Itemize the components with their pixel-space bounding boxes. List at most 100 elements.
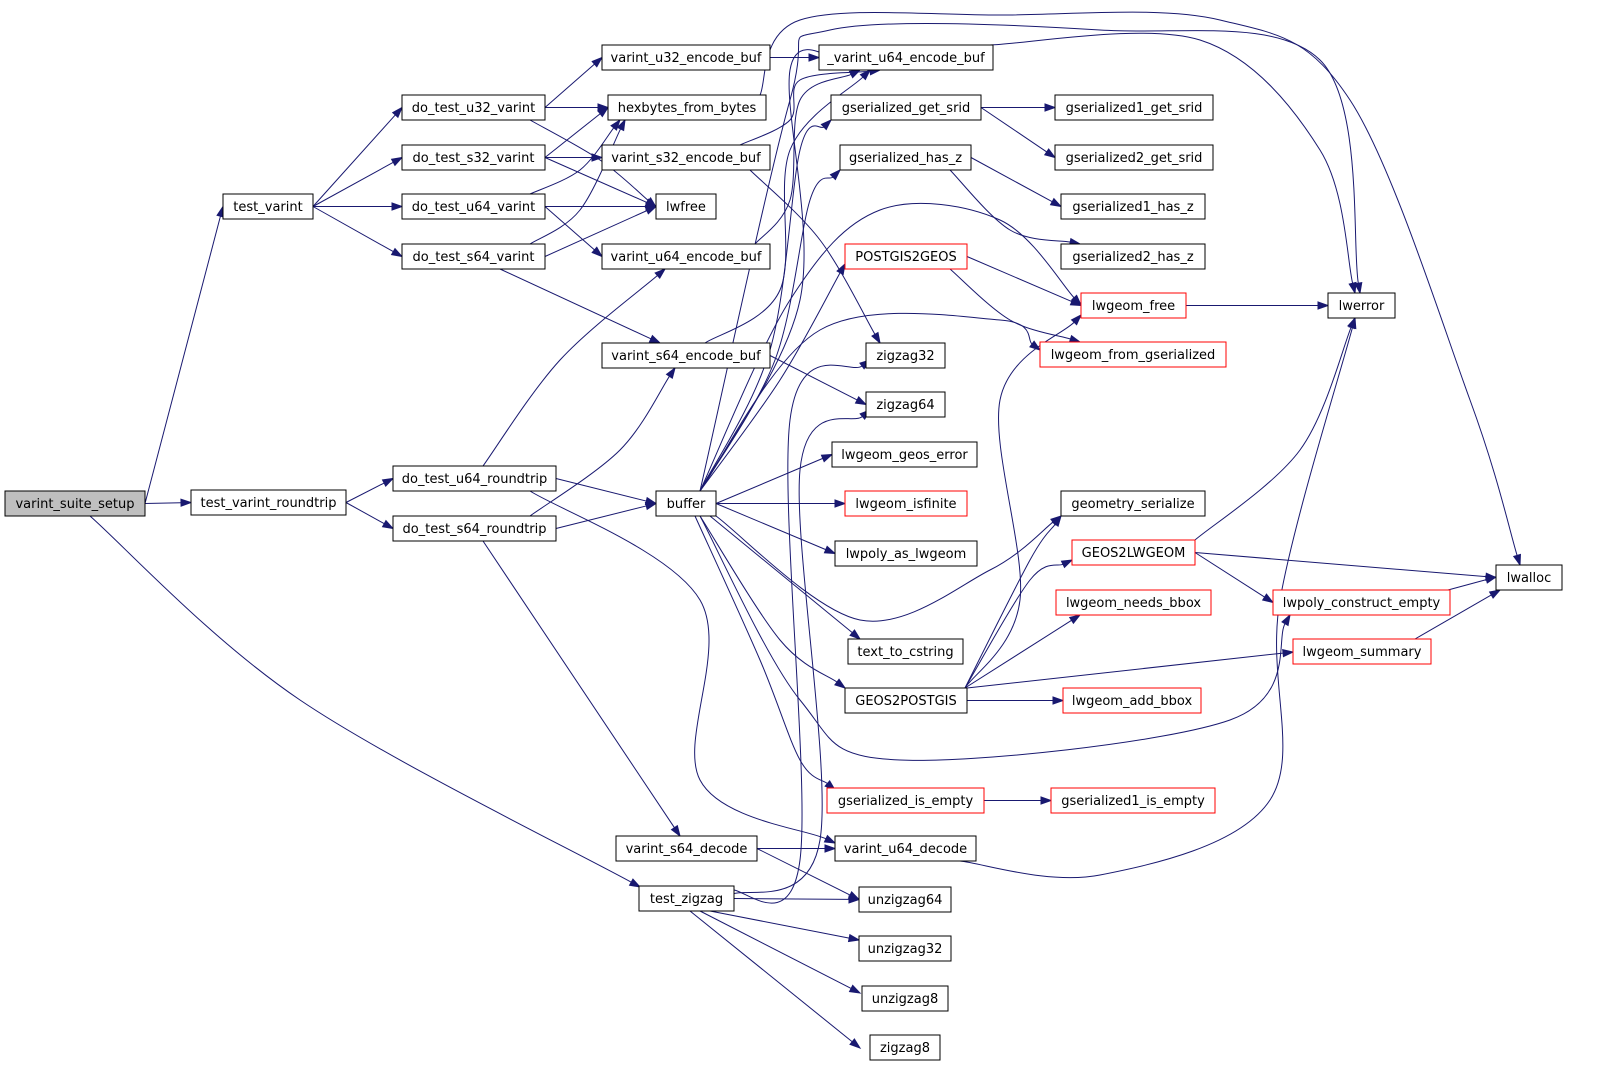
node-box[interactable] [601,243,771,270]
node-gserialized1-get-srid[interactable]: gserialized1_get_srid [1054,94,1214,121]
node-lwalloc[interactable]: lwalloc [1495,564,1563,591]
node-lwgeom-free[interactable]: lwgeom_free [1080,292,1187,319]
node-hexbytes-from-bytes[interactable]: hexbytes_from_bytes [607,94,767,121]
node-box[interactable] [190,489,347,516]
node-box[interactable] [831,441,978,468]
node-gserialized-get-srid[interactable]: gserialized_get_srid [830,94,982,121]
node-do-test-u64-varint[interactable]: do_test_u64_varint [401,193,546,220]
node-unzigzag64[interactable]: unzigzag64 [858,886,952,913]
node-box[interactable] [830,94,982,121]
node-box[interactable] [858,935,952,962]
node--varint-u64-encode-buf[interactable]: _varint_u64_encode_buf [818,44,994,71]
node-box[interactable] [401,144,546,171]
node-box[interactable] [392,465,557,492]
node-box[interactable] [1495,564,1563,591]
node-lwgeom-from-gserialized[interactable]: lwgeom_from_gserialized [1039,341,1227,368]
node-varint-suite-setup[interactable]: varint_suite_setup [4,490,146,517]
node-box[interactable] [869,1034,941,1061]
node-varint-s64-encode-buf[interactable]: varint_s64_encode_buf [601,342,771,369]
node-box[interactable] [655,193,717,220]
node-box[interactable] [865,391,946,418]
node-box[interactable] [1327,292,1396,319]
node-box[interactable] [1060,490,1206,517]
node-do-test-u64-roundtrip[interactable]: do_test_u64_roundtrip [392,465,557,492]
node-geos2lwgeom[interactable]: GEOS2LWGEOM [1071,539,1196,566]
node-do-test-s32-varint[interactable]: do_test_s32_varint [401,144,546,171]
node-gserialized1-is-empty[interactable]: gserialized1_is_empty [1050,787,1216,814]
node-varint-u32-encode-buf[interactable]: varint_u32_encode_buf [601,44,771,71]
node-zigzag32[interactable]: zigzag32 [865,342,946,369]
node-lwgeom-geos-error[interactable]: lwgeom_geos_error [831,441,978,468]
node-varint-s64-decode[interactable]: varint_s64_decode [615,835,758,862]
node-lwpoly-construct-empty[interactable]: lwpoly_construct_empty [1272,589,1451,616]
node-box[interactable] [834,540,978,567]
node-box[interactable] [4,490,146,517]
node-lwgeom-needs-bbox[interactable]: lwgeom_needs_bbox [1055,589,1212,616]
node-box[interactable] [1039,341,1227,368]
node-box[interactable] [834,835,977,862]
node-lwgeom-add-bbox[interactable]: lwgeom_add_bbox [1062,687,1202,714]
node-box[interactable] [1054,144,1214,171]
node-box[interactable] [1055,589,1212,616]
node-gserialized-is-empty[interactable]: gserialized_is_empty [826,787,985,814]
node-test-varint-roundtrip[interactable]: test_varint_roundtrip [190,489,347,516]
node-zigzag64[interactable]: zigzag64 [865,391,946,418]
node-box[interactable] [401,193,546,220]
node-box[interactable] [865,342,946,369]
node-postgis2geos[interactable]: POSTGIS2GEOS [844,243,968,270]
node-box[interactable] [844,687,968,714]
node-box[interactable] [615,835,758,862]
node-box[interactable] [392,515,557,542]
node-box[interactable] [401,243,546,270]
node-varint-u64-encode-buf[interactable]: varint_u64_encode_buf [601,243,771,270]
node-box[interactable] [601,44,771,71]
node-varint-s32-encode-buf[interactable]: varint_s32_encode_buf [601,144,771,171]
node-box[interactable] [607,94,767,121]
node-box[interactable] [847,638,964,665]
node-box[interactable] [601,342,771,369]
node-text-to-cstring[interactable]: text_to_cstring [847,638,964,665]
node-box[interactable] [844,490,968,517]
node-box[interactable] [401,94,546,121]
node-box[interactable] [826,787,985,814]
node-geos2postgis[interactable]: GEOS2POSTGIS [844,687,968,714]
node-box[interactable] [1272,589,1451,616]
node-lwgeom-summary[interactable]: lwgeom_summary [1292,638,1432,665]
node-box[interactable] [818,44,994,71]
node-box[interactable] [839,144,972,171]
node-box[interactable] [1050,787,1216,814]
node-box[interactable] [1080,292,1187,319]
node-test-zigzag[interactable]: test_zigzag [638,885,735,912]
node-lwfree[interactable]: lwfree [655,193,717,220]
node-box[interactable] [861,985,949,1012]
node-box[interactable] [858,886,952,913]
node-lwpoly-as-lwgeom[interactable]: lwpoly_as_lwgeom [834,540,978,567]
node-lwgeom-isfinite[interactable]: lwgeom_isfinite [844,490,968,517]
node-box[interactable] [601,144,771,171]
node-unzigzag8[interactable]: unzigzag8 [861,985,949,1012]
node-do-test-u32-varint[interactable]: do_test_u32_varint [401,94,546,121]
node-zigzag8[interactable]: zigzag8 [869,1034,941,1061]
node-box[interactable] [1071,539,1196,566]
node-lwerror[interactable]: lwerror [1327,292,1396,319]
node-gserialized1-has-z[interactable]: gserialized1_has_z [1060,193,1206,220]
node-gserialized2-has-z[interactable]: gserialized2_has_z [1060,243,1206,270]
node-box[interactable] [1292,638,1432,665]
node-box[interactable] [638,885,735,912]
node-box[interactable] [844,243,968,270]
node-varint-u64-decode[interactable]: varint_u64_decode [834,835,977,862]
node-do-test-s64-varint[interactable]: do_test_s64_varint [401,243,546,270]
node-gserialized-has-z[interactable]: gserialized_has_z [839,144,972,171]
node-gserialized2-get-srid[interactable]: gserialized2_get_srid [1054,144,1214,171]
node-unzigzag32[interactable]: unzigzag32 [858,935,952,962]
node-geometry-serialize[interactable]: geometry_serialize [1060,490,1206,517]
node-box[interactable] [1060,193,1206,220]
node-box[interactable] [1060,243,1206,270]
node-box[interactable] [1062,687,1202,714]
node-box[interactable] [655,490,717,517]
node-do-test-s64-roundtrip[interactable]: do_test_s64_roundtrip [392,515,557,542]
node-box[interactable] [222,193,314,220]
node-box[interactable] [1054,94,1214,121]
node-buffer[interactable]: buffer [655,490,717,517]
node-test-varint[interactable]: test_varint [222,193,314,220]
